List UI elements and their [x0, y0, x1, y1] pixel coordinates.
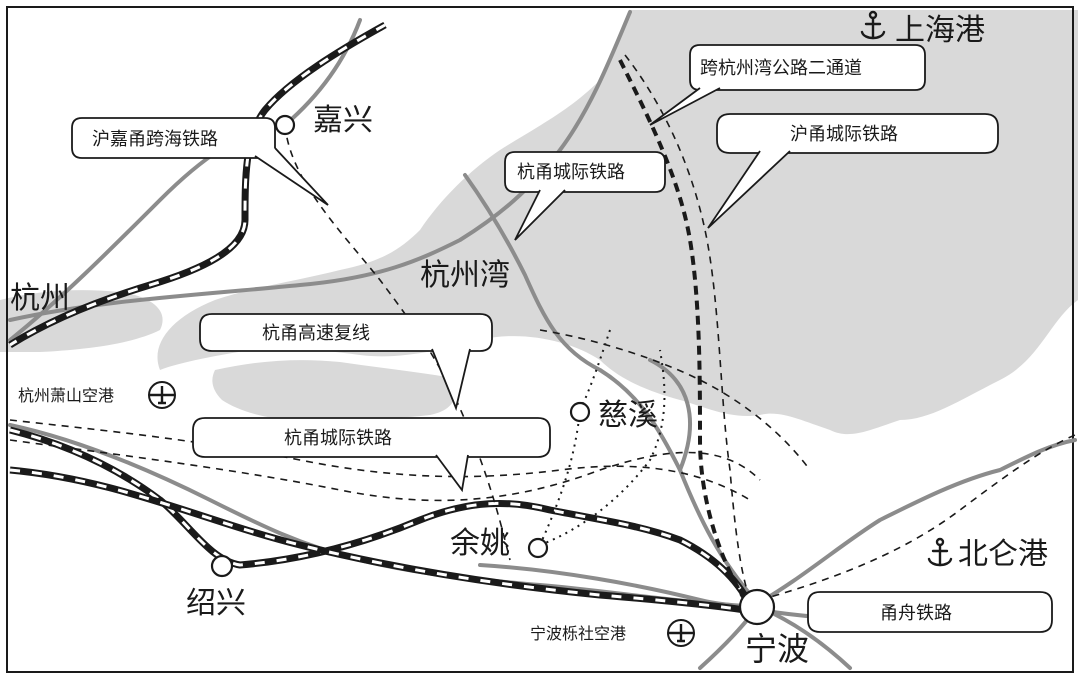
callout-label: 杭甬城际铁路 [284, 428, 392, 449]
planned-lines [9, 54, 1076, 601]
anchor-icon [860, 10, 886, 40]
city-markers [210, 114, 776, 626]
callout-hang-yong-express: 杭甬高速复线 [199, 313, 493, 411]
plan-hangyong-express [9, 419, 751, 501]
callout-label: 沪甬城际铁路 [790, 124, 898, 145]
road-bay-bridge [463, 173, 757, 602]
city-circle-icon [210, 554, 234, 578]
rail-shanghai-hangzhou-bg [8, 21, 387, 348]
rail-hz-ningbo-fg [9, 428, 752, 606]
callout-label: 甬舟铁路 [880, 603, 952, 624]
city-circle-icon [274, 114, 296, 136]
label-hangzhou: 杭州 [10, 281, 70, 316]
road-hz-coast [8, 10, 632, 322]
railways [8, 21, 754, 614]
label-yuyao: 余姚 [450, 526, 510, 561]
callout-label: 沪嘉甬跨海铁路 [92, 129, 218, 150]
city-circle-icon [569, 401, 591, 423]
plan-hu-jia-yong [284, 124, 511, 561]
callout-hang-yong-intercity-bottom: 杭甬城际铁路 [192, 417, 551, 493]
map-frame [6, 6, 1074, 673]
label-hangzhou-bay: 杭州湾 [420, 258, 510, 293]
dot-yuyao-east [539, 349, 666, 546]
label-cixi: 慈溪 [598, 398, 658, 433]
callout-yong-zhou-railway: 甬舟铁路 [807, 591, 1053, 633]
callout-hu-yong-intercity: 沪甬城际铁路 [707, 113, 999, 229]
road-jx-north [283, 18, 362, 127]
island-area [995, 435, 1078, 562]
qiantang-water [0, 290, 163, 352]
callout-label: 杭甬城际铁路 [517, 162, 625, 183]
rail-hu-yong-intercity [618, 59, 747, 602]
label-ningbo: 宁波 [745, 630, 809, 668]
callout-hu-jia-yong: 沪嘉甬跨海铁路 [71, 117, 329, 206]
road-ningbo-beilun [753, 438, 1077, 607]
anchor-icon [927, 537, 953, 567]
label-shaoxing: 绍兴 [186, 586, 246, 621]
callout-label: 杭甬高速复线 [262, 323, 370, 344]
rail-hz-ningbo-2-fg [9, 468, 746, 612]
label-beilun-port: 北仑港 [958, 537, 1048, 572]
road-coast-inner [648, 358, 692, 472]
dot-cixi-yuyao [539, 409, 581, 546]
label-shanghai-port: 上海港 [895, 13, 985, 48]
label-jiaxing: 嘉兴 [313, 103, 373, 138]
xiaoshan-gray-area [212, 360, 456, 420]
plan-hangyong-intercity [9, 439, 761, 502]
airplane-icon [667, 619, 695, 647]
callout-label: 跨杭州湾公路二通道 [700, 58, 862, 79]
plan-cross-bay-road [624, 54, 751, 601]
label-ningbo-lishe-airport: 宁波栎社空港 [530, 624, 626, 643]
plan-cixi-link [539, 329, 811, 471]
callout-hang-yong-intercity-top: 杭甬城际铁路 [504, 151, 666, 241]
plan-yong-zhou [759, 434, 1076, 601]
callout-cross-bay-road: 跨杭州湾公路二通道 [649, 44, 926, 126]
airplane-icon [148, 381, 176, 409]
city-circle-icon [738, 588, 776, 626]
label-hangzhou-xiaoshan-airport: 杭州萧山空港 [18, 386, 114, 405]
city-circle-icon [527, 537, 549, 559]
